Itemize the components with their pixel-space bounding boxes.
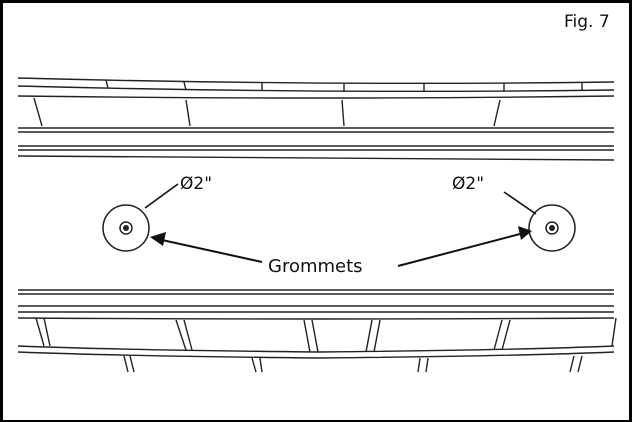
middle-band	[17, 145, 615, 295]
callout-arrow-right	[397, 226, 532, 267]
grommets-callout-label: Grommets	[268, 256, 363, 277]
lower-rail	[17, 305, 617, 373]
grommet-right	[528, 204, 576, 252]
dimension-label-right: Ø2"	[452, 174, 485, 194]
dimension-leader-right	[503, 191, 537, 215]
dimension-label-left: Ø2"	[180, 174, 213, 194]
figure-label: Fig. 7	[564, 12, 610, 32]
callout-arrow-left	[150, 232, 263, 263]
grommet-left	[102, 204, 150, 252]
dimension-leader-left	[144, 183, 179, 209]
upper-rail	[17, 77, 615, 133]
